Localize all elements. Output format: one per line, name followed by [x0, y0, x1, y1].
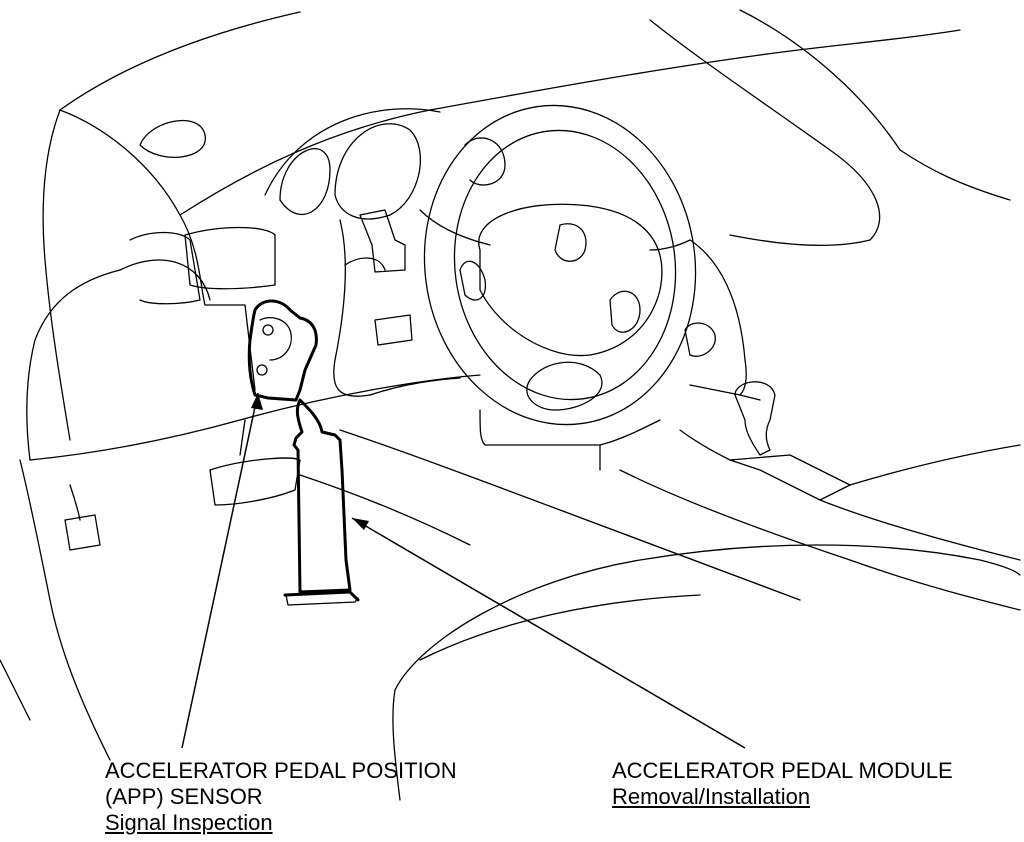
- gauge-center: [334, 123, 422, 220]
- app-sensor-leader: [181, 392, 259, 749]
- shift-lever: [734, 381, 776, 456]
- steering-wheel-inner: [453, 129, 677, 401]
- pedal-module-arrowhead: [352, 518, 369, 530]
- seat-cushion: [394, 544, 1021, 691]
- windshield-edge: [59, 11, 301, 111]
- app-sensor-callout: ACCELERATOR PEDAL POSITION (APP) SENSOR …: [105, 758, 457, 836]
- steering-lower-spoke: [526, 361, 603, 411]
- app-sensor-body: [247, 299, 318, 402]
- steering-hub: [478, 203, 663, 357]
- center-switch: [374, 314, 413, 346]
- dash-vent-oval: [139, 119, 206, 158]
- pedal-module-callout: ACCELERATOR PEDAL MODULE Removal/Install…: [612, 758, 953, 810]
- turn-signal-stalk: [359, 209, 406, 273]
- app-sensor-title-line2: (APP) SENSOR: [105, 784, 263, 809]
- brake-pedal: [209, 457, 301, 506]
- accelerator-pedal-module: [292, 398, 352, 594]
- gauge-right: [464, 137, 506, 186]
- app-sensor-arrowhead: [251, 393, 263, 410]
- left-vent: [184, 226, 276, 290]
- shift-gate: [729, 454, 851, 501]
- gauge-left: [279, 148, 331, 215]
- pedal-module-title: ACCELERATOR PEDAL MODULE: [612, 758, 953, 783]
- app-sensor-title-line1: ACCELERATOR PEDAL POSITION: [105, 758, 457, 783]
- right-knob: [684, 322, 716, 357]
- steering-wheel-outer: [423, 104, 697, 426]
- pedal-module-leader: [351, 517, 746, 749]
- removal-installation-link[interactable]: Removal/Installation: [612, 784, 811, 809]
- upper-dash-outline: [59, 109, 206, 306]
- signal-inspection-link[interactable]: Signal Inspection: [105, 810, 273, 835]
